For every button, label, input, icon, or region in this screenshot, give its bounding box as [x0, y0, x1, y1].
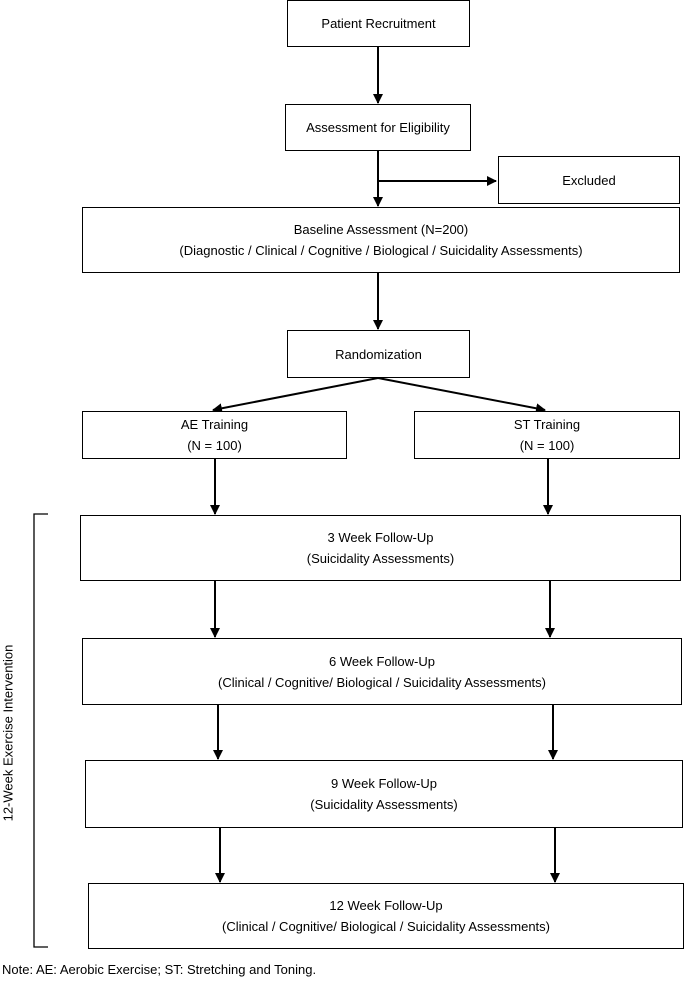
- week6-subtitle: (Clinical / Cognitive/ Biological / Suic…: [217, 674, 546, 690]
- st-training-box: ST Training (N = 100): [414, 411, 680, 459]
- footnote: Note: AE: Aerobic Exercise; ST: Stretchi…: [2, 962, 317, 977]
- week6-title: 6 Week Follow-Up: [329, 653, 435, 669]
- patient-recruitment-label: Patient Recruitment: [321, 16, 436, 31]
- intervention-bracket: [33, 513, 48, 948]
- intervention-label: 12-Week Exercise Intervention: [0, 644, 16, 822]
- ae-training-count: (N = 100): [187, 438, 242, 453]
- week9-followup-box: 9 Week Follow-Up (Suicidality Assessment…: [85, 760, 683, 828]
- randomization-box: Randomization: [287, 330, 470, 378]
- week6-followup-box: 6 Week Follow-Up (Clinical / Cognitive/ …: [82, 638, 682, 705]
- eligibility-box: Assessment for Eligibility: [285, 104, 471, 151]
- patient-recruitment-box: Patient Recruitment: [287, 0, 470, 47]
- eligibility-label: Assessment for Eligibility: [306, 120, 450, 135]
- baseline-subtitle: (Diagnostic / Clinical / Cognitive / Bio…: [179, 243, 583, 258]
- ae-training-title: AE Training: [180, 417, 249, 432]
- week9-title: 9 Week Follow-Up: [331, 776, 437, 791]
- baseline-box: Baseline Assessment (N=200) (Diagnostic …: [82, 207, 680, 273]
- st-training-title: ST Training: [513, 417, 581, 432]
- baseline-title: Baseline Assessment (N=200): [293, 222, 469, 237]
- week3-title: 3 Week Follow-Up: [327, 530, 434, 545]
- arrow-randomization-to-st: [377, 377, 546, 414]
- arrow-randomization-to-ae: [212, 377, 379, 414]
- week9-subtitle: (Suicidality Assessments): [310, 797, 458, 812]
- week12-followup-box: 12 Week Follow-Up (Clinical / Cognitive/…: [88, 883, 684, 949]
- excluded-label: Excluded: [562, 172, 616, 188]
- week12-title: 12 Week Follow-Up: [329, 898, 443, 913]
- week3-followup-box: 3 Week Follow-Up (Suicidality Assessment…: [80, 515, 681, 581]
- randomization-label: Randomization: [335, 346, 422, 362]
- week12-subtitle: (Clinical / Cognitive/ Biological / Suic…: [221, 919, 550, 934]
- week3-subtitle: (Suicidality Assessments): [306, 551, 455, 566]
- ae-training-box: AE Training (N = 100): [82, 411, 347, 459]
- st-training-count: (N = 100): [519, 438, 575, 453]
- excluded-box: Excluded: [498, 156, 680, 204]
